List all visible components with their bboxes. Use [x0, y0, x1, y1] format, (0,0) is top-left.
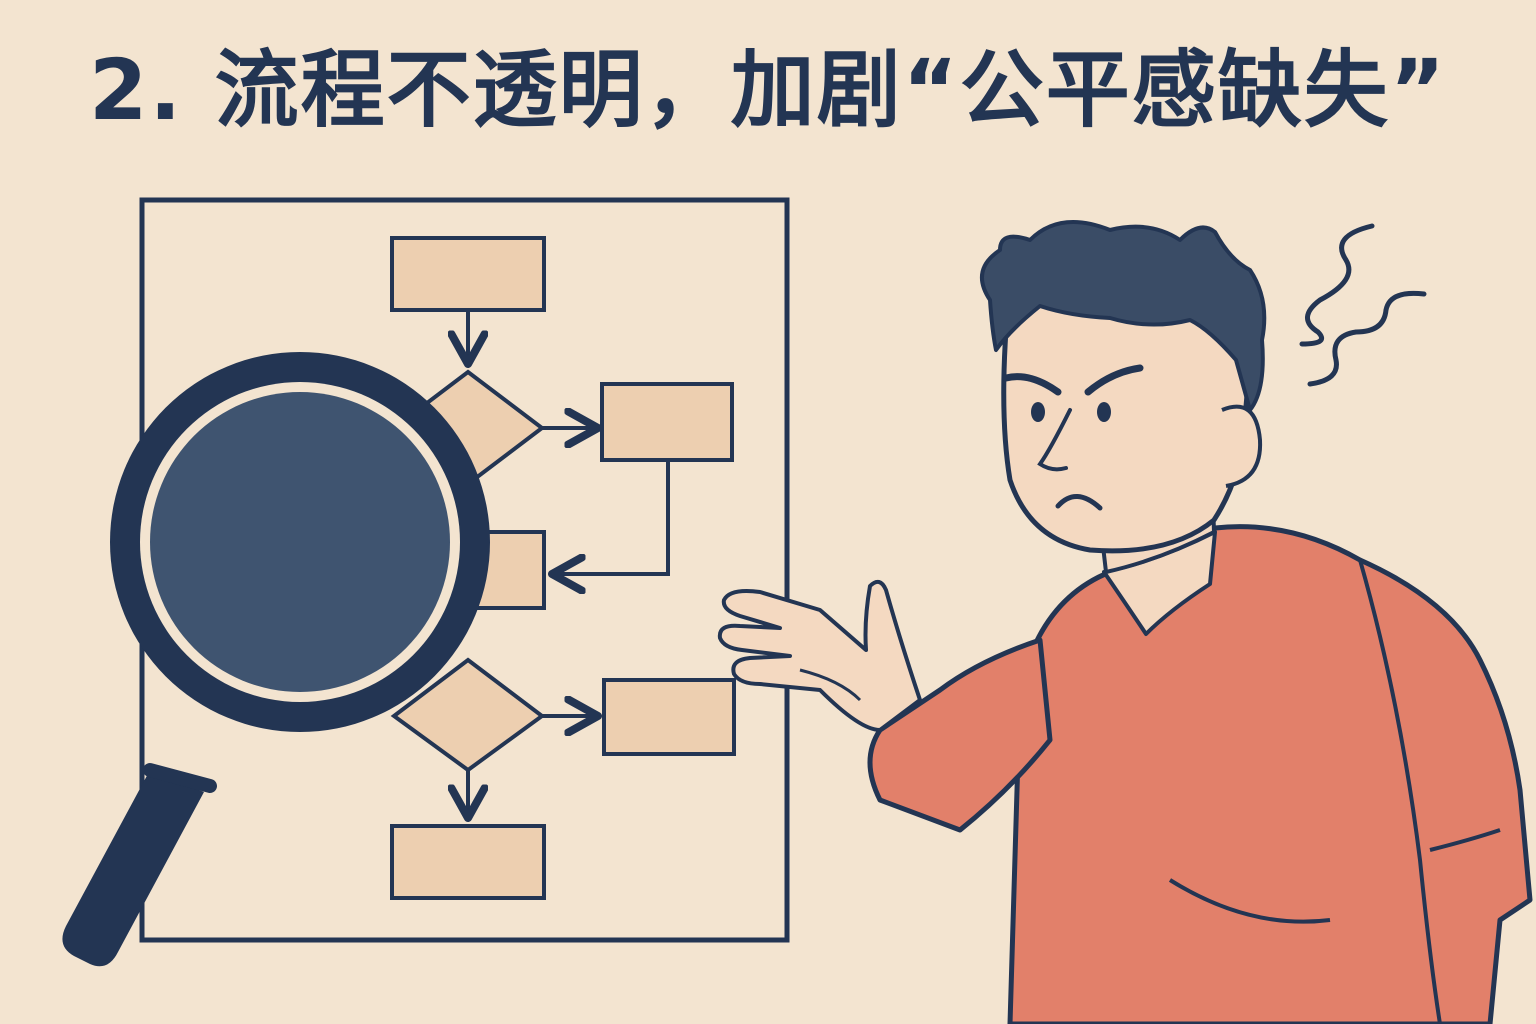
headline: 2. 流程不透明，加剧“公平感缺失” — [88, 41, 1448, 139]
flowchart-box-right-lower — [602, 678, 736, 756]
magnifying-glass-icon — [62, 352, 490, 967]
frown — [1055, 494, 1103, 511]
sweater — [1007, 524, 1533, 1024]
hair — [980, 220, 1267, 412]
squiggle-lines-icon — [1299, 223, 1427, 387]
flowchart-box-bottom — [390, 824, 546, 900]
open-hand — [717, 579, 922, 732]
frustrated-man — [717, 220, 1533, 1024]
arm — [867, 637, 1053, 833]
flowchart-box-right-upper — [600, 382, 734, 462]
flowchart-box-top — [390, 236, 546, 312]
